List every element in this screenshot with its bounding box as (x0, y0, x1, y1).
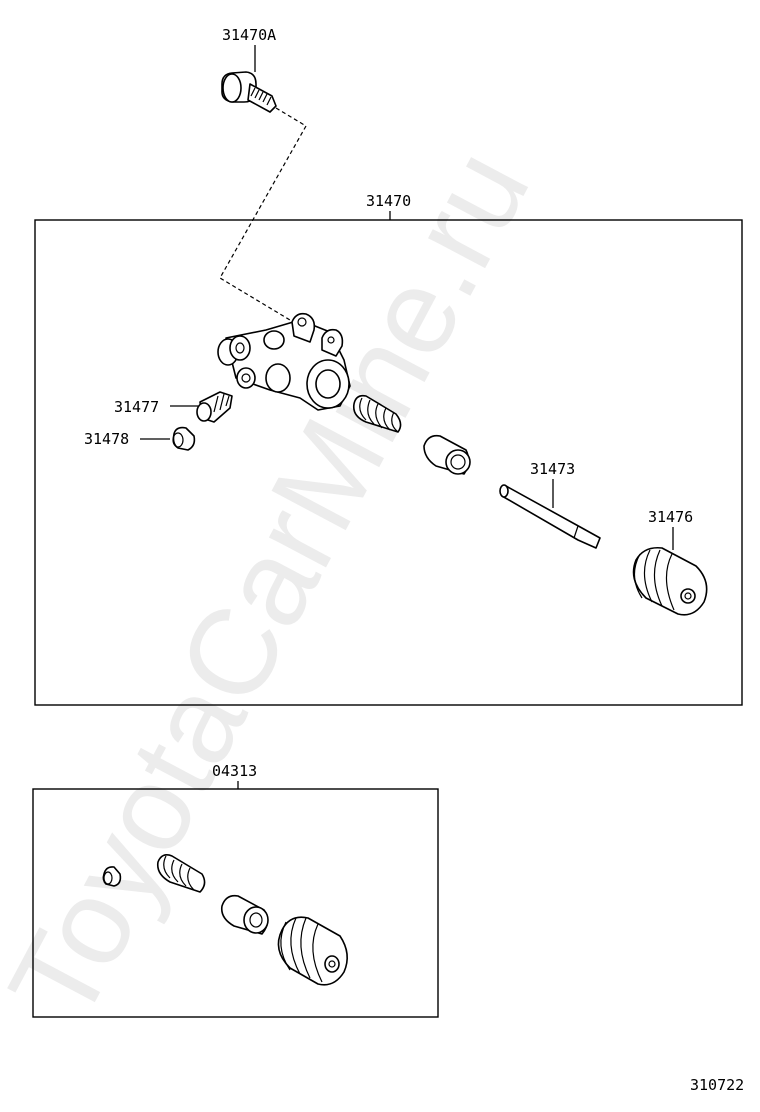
kit-spring[interactable] (156, 854, 206, 893)
label-04313[interactable]: 04313 (212, 762, 257, 780)
label-31478[interactable]: 31478 (84, 430, 129, 448)
push-rod-31473[interactable] (499, 484, 601, 549)
watermark-text: ToyotaCarMine.ru (0, 128, 555, 1042)
bleeder-cap-31478[interactable] (172, 426, 196, 451)
kit-piston[interactable] (220, 894, 269, 935)
piston-spring[interactable] (352, 394, 402, 433)
kit-boot[interactable] (277, 916, 348, 986)
bolt-31470A[interactable] (221, 71, 277, 113)
label-31470A[interactable]: 31470A (222, 26, 276, 44)
boot-31476[interactable] (632, 546, 708, 616)
dashed-leader-bolt (219, 107, 307, 327)
bleeder-plug-31477[interactable] (196, 391, 233, 423)
label-31476[interactable]: 31476 (648, 508, 693, 526)
label-31470[interactable]: 31470 (366, 192, 411, 210)
kit-bleeder-cap[interactable] (102, 866, 122, 887)
release-cylinder-body[interactable] (217, 312, 351, 411)
label-31473[interactable]: 31473 (530, 460, 575, 478)
label-31477[interactable]: 31477 (114, 398, 159, 416)
kit-box-04313 (32, 788, 439, 1018)
assembly-box-31470 (34, 219, 743, 706)
diagram-code: 310722 (690, 1076, 744, 1094)
piston[interactable] (423, 434, 471, 475)
